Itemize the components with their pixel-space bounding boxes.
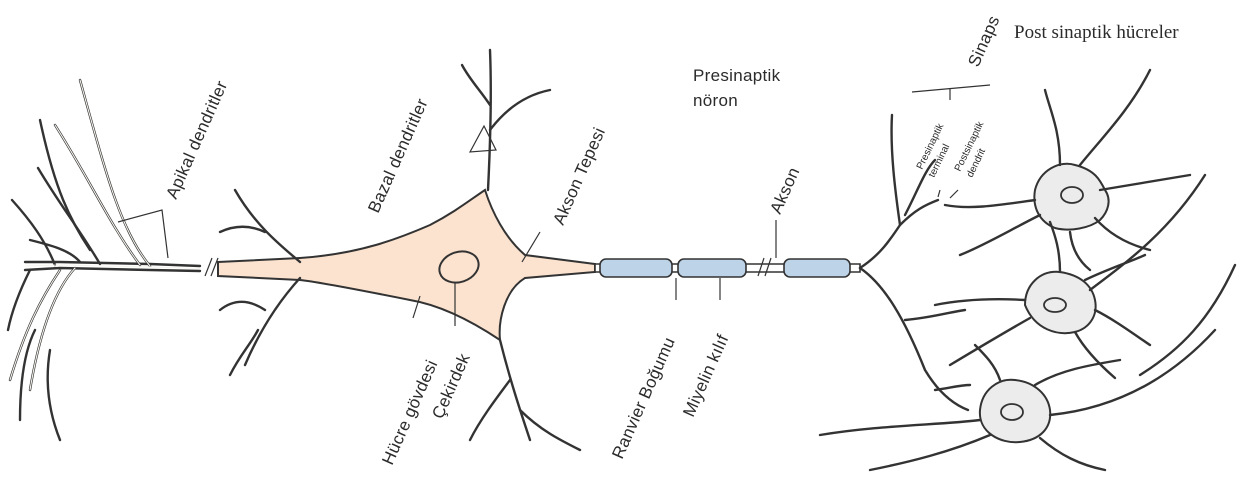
label-axon-hillock: Akson Tepesi: [549, 125, 609, 228]
axon: [595, 258, 860, 277]
label-myelin-sheath: Miyelin kılıf: [679, 332, 732, 420]
label-axon: Akson: [766, 164, 803, 216]
axon-terminals: [860, 115, 970, 410]
label-basal-dendrites: Bazal dendritler: [364, 96, 431, 216]
leader-lines: [118, 85, 990, 326]
label-presynaptic-neuron-1: Presinaptik: [693, 66, 781, 85]
myelin-segment: [600, 259, 672, 277]
label-node-of-ranvier: Ranvier Boğumu: [608, 334, 679, 461]
label-synapse: Sinaps: [964, 13, 1003, 70]
myelin-segment: [678, 259, 746, 277]
cell-body: [218, 190, 595, 340]
postsynaptic-cell-1: [945, 70, 1190, 270]
myelin-segment: [784, 259, 850, 277]
label-apical-dendrites: Apikal dendritler: [162, 78, 231, 202]
label-postsynaptic-cells: Post sinaptik hücreler: [1014, 22, 1179, 43]
apical-dendrite-tree: [8, 80, 218, 440]
label-nucleus: Çekirdek: [428, 350, 474, 421]
label-presynaptic-neuron-2: nöron: [693, 91, 738, 110]
